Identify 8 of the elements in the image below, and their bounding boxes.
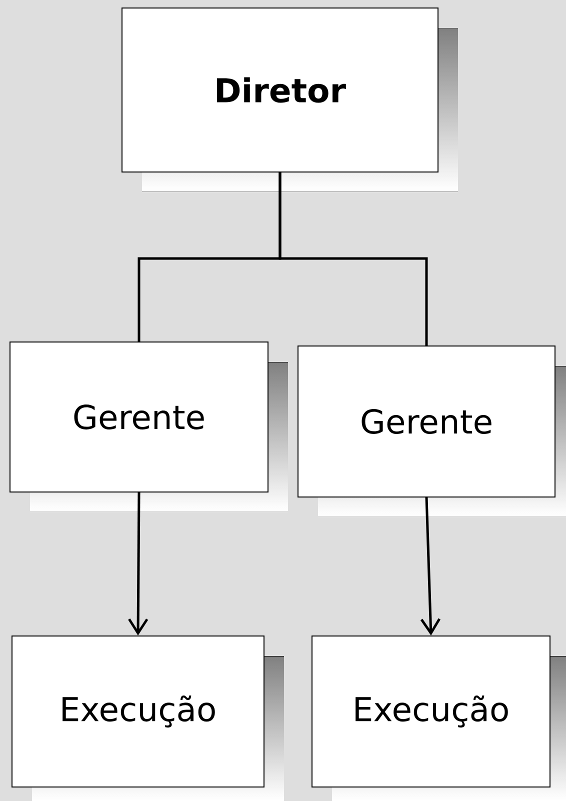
org-box: Execução — [12, 636, 284, 801]
org-box: Gerente — [298, 346, 566, 517]
org-box: Execução — [312, 636, 566, 801]
connector — [420, 497, 441, 636]
connector — [128, 492, 148, 636]
org-box: Gerente — [10, 342, 288, 512]
connector — [278, 172, 428, 346]
org-box: Diretor — [122, 8, 458, 192]
